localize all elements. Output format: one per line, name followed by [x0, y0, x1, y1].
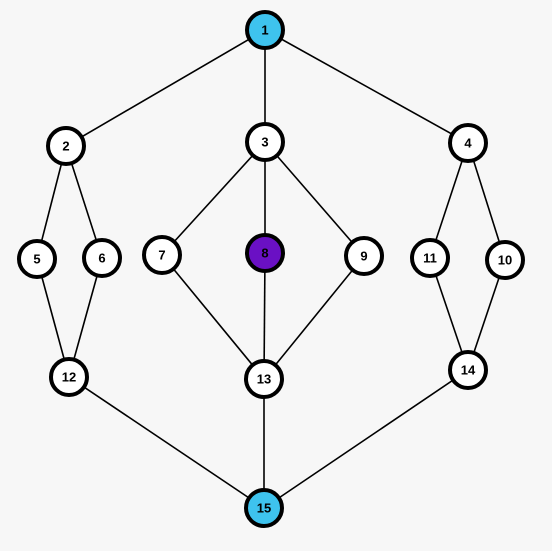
node-label-11: 11	[423, 250, 437, 265]
edge-4-10	[467, 142, 506, 261]
node-4: 4	[448, 123, 488, 163]
node-label-15: 15	[257, 500, 271, 515]
edge-5-12	[36, 258, 70, 378]
node-circle-6	[82, 238, 122, 278]
node-label-4: 4	[464, 135, 472, 150]
edge-6-12	[68, 257, 103, 378]
edge-14-15	[263, 369, 469, 509]
node-circle-10	[485, 240, 525, 280]
edge-7-13	[161, 254, 265, 380]
node-label-8: 8	[261, 245, 268, 260]
node-10: 10	[485, 240, 525, 280]
node-9: 9	[344, 236, 384, 276]
node-label-6: 6	[98, 250, 105, 265]
node-12: 12	[49, 357, 89, 397]
node-circle-3	[245, 122, 285, 162]
node-circle-1	[245, 10, 285, 50]
node-13: 13	[244, 359, 284, 399]
node-15: 15	[244, 488, 284, 528]
node-label-7: 7	[158, 247, 165, 262]
edge-1-2	[65, 29, 266, 147]
edge-3-9	[264, 141, 365, 257]
node-label-13: 13	[257, 371, 271, 386]
node-label-5: 5	[33, 251, 40, 266]
edge-1-4	[264, 29, 469, 144]
node-circle-11	[410, 238, 450, 278]
node-label-9: 9	[360, 248, 367, 263]
node-circle-14	[448, 350, 488, 390]
node-label-14: 14	[461, 362, 476, 377]
node-14: 14	[448, 350, 488, 390]
edge-8-13	[263, 252, 266, 380]
node-label-2: 2	[62, 138, 69, 153]
edges-layer	[36, 29, 506, 509]
node-circle-2	[46, 126, 86, 166]
node-label-10: 10	[498, 252, 512, 267]
node-6: 6	[82, 238, 122, 278]
node-label-1: 1	[261, 22, 268, 37]
node-circle-9	[344, 236, 384, 276]
node-8: 8	[245, 233, 285, 273]
edge-9-13	[263, 255, 365, 380]
node-2: 2	[46, 126, 86, 166]
node-circle-13	[244, 359, 284, 399]
node-5: 5	[17, 239, 57, 279]
node-circle-12	[49, 357, 89, 397]
edge-4-11	[429, 142, 469, 259]
node-circle-7	[142, 235, 182, 275]
node-11: 11	[410, 238, 450, 278]
node-circle-8	[245, 233, 285, 273]
edge-12-15	[68, 376, 265, 509]
node-circle-15	[244, 488, 284, 528]
node-circle-4	[448, 123, 488, 163]
node-label-12: 12	[62, 369, 76, 384]
node-label-3: 3	[261, 134, 268, 149]
node-1: 1	[245, 10, 285, 50]
edge-3-7	[161, 141, 266, 256]
node-3: 3	[245, 122, 285, 162]
node-7: 7	[142, 235, 182, 275]
node-circle-5	[17, 239, 57, 279]
